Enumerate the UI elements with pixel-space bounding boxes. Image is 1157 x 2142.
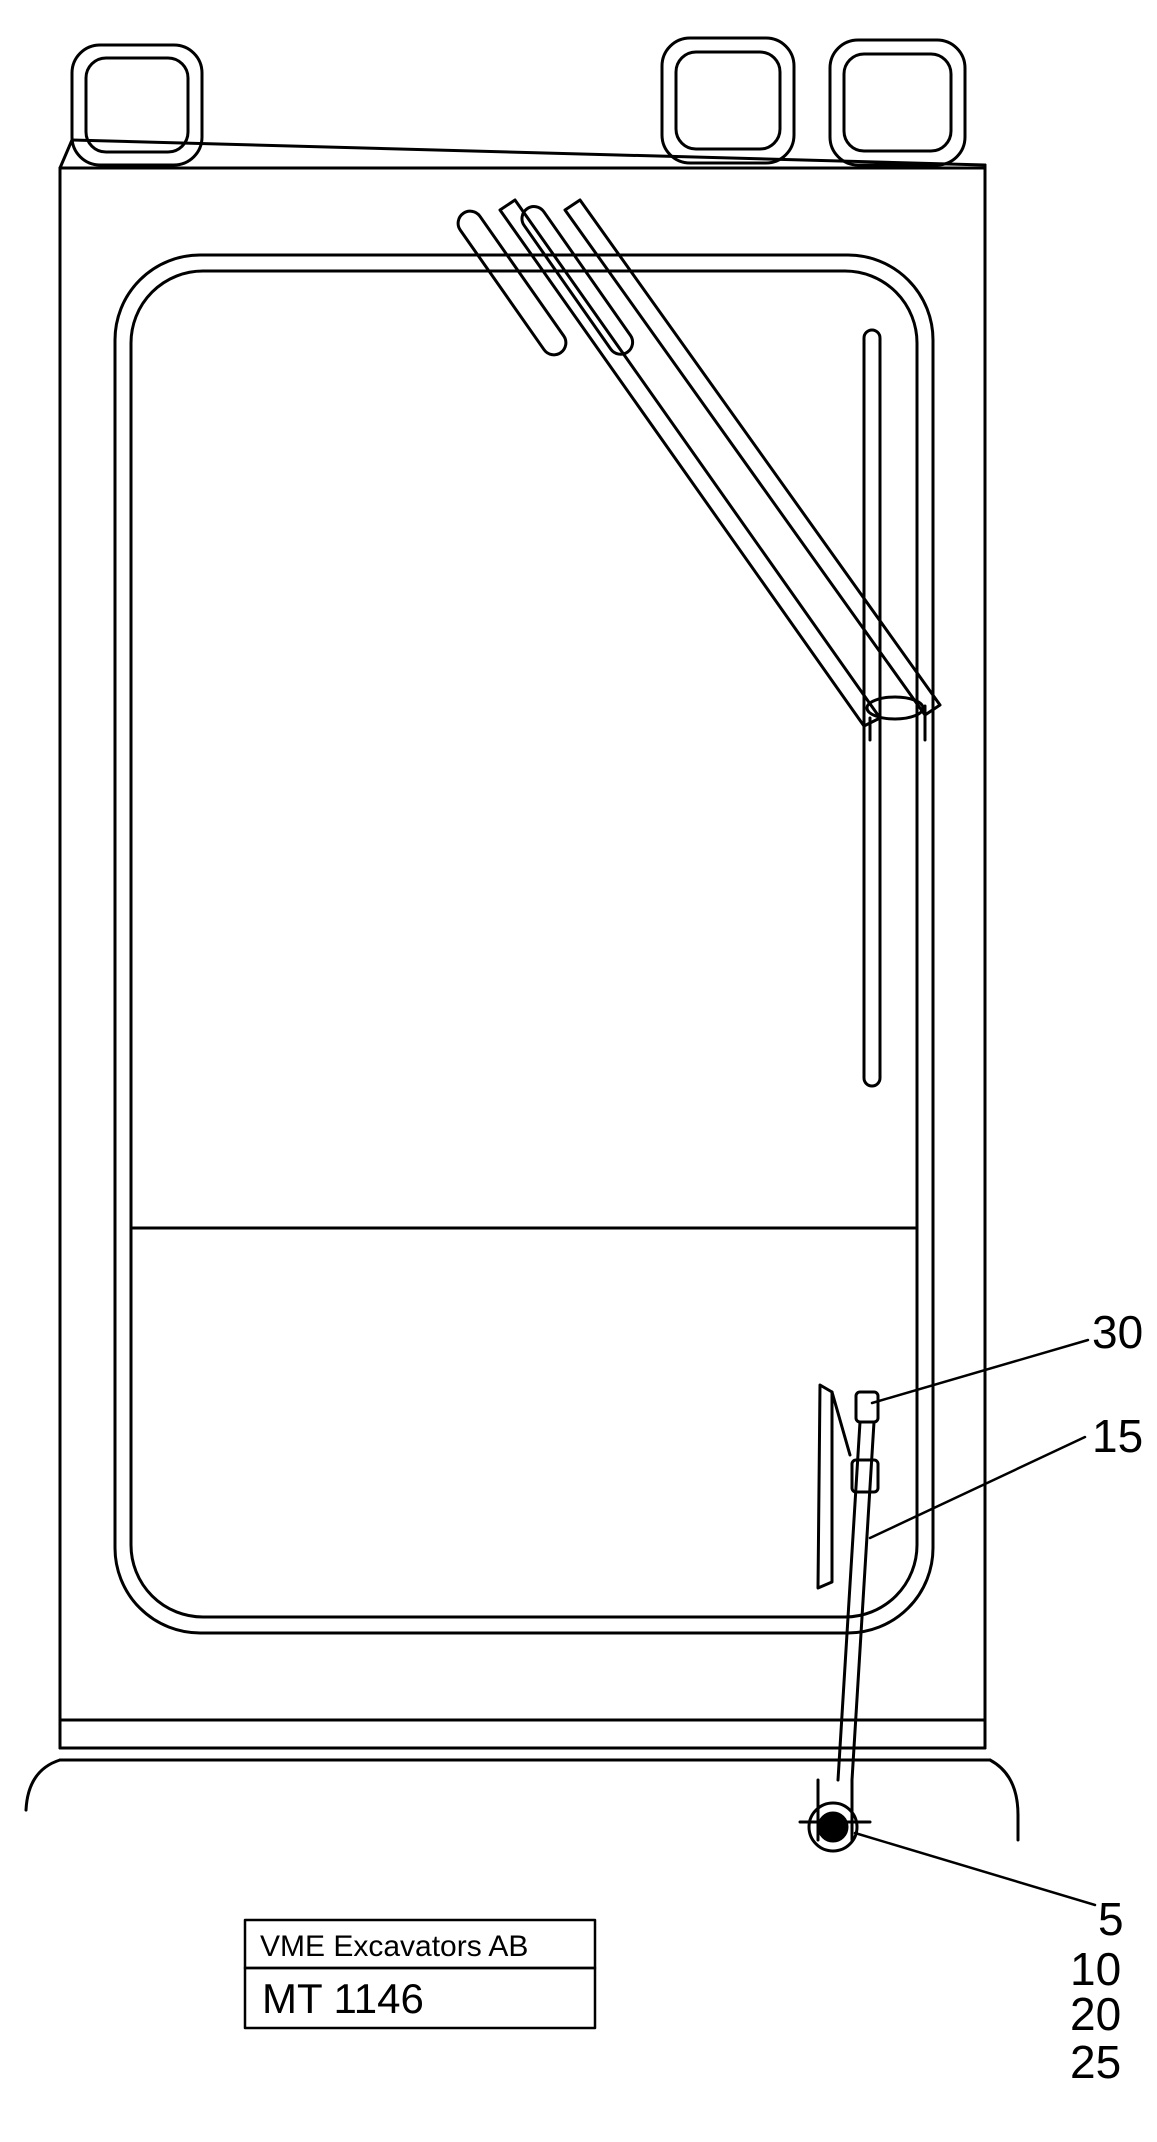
callout-30: 30 [1092,1306,1143,1358]
rear-window-frame [113,253,935,1635]
callout-15: 15 [1092,1410,1143,1462]
stamp-code: MT 1146 [262,1975,424,2022]
work-lamp-middle [660,36,796,165]
cab-body [58,166,987,1750]
callout-20: 20 [1070,1988,1121,2040]
callout-10: 10 [1070,1943,1121,1995]
wiper-arm [456,198,942,742]
leader-lines [853,1338,1097,1907]
callout-25: 25 [1070,2036,1121,2088]
stamp-company: VME Excavators AB [260,1930,528,1963]
work-lamp-right [828,38,967,167]
lower-body [24,1758,1020,1842]
work-lamp-left [70,43,204,167]
vertical-rail [862,328,882,1088]
callout-5: 5 [1098,1893,1124,1945]
lower-wiper-arm [836,1390,880,1782]
title-stamp: VME Excavators AB MT 1146 [243,1918,597,2030]
wiper-spindle [798,1778,872,1853]
wiper-mount-plate [816,1383,852,1590]
